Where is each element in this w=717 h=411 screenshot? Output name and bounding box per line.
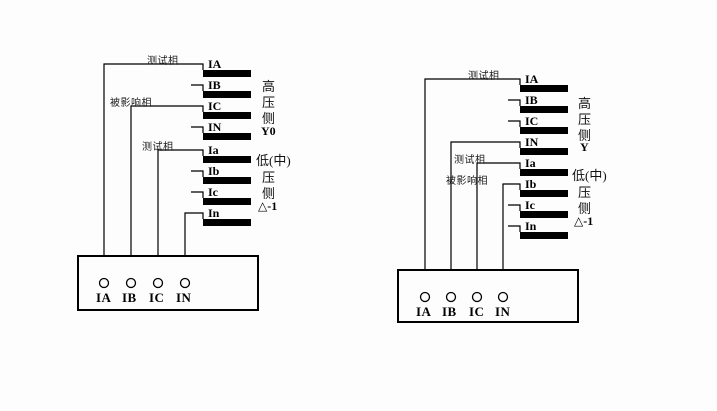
high-side-caption-line: 侧 — [262, 111, 276, 126]
low-terminal-label-ic: Ic — [525, 198, 535, 212]
winding-bar-low-ia — [203, 156, 251, 163]
wire-tester-ic-to-low-ia — [157, 149, 204, 256]
terminal-lead-low-ic — [191, 191, 204, 198]
high-terminal-label-ia: IA — [525, 72, 539, 86]
high-terminal-label-ib: IB — [208, 78, 221, 92]
wire-tester-in-to-low-in — [184, 212, 204, 256]
high-side-caption-line: 压 — [578, 112, 592, 127]
tester-terminal-label-ib: IB — [442, 304, 457, 319]
terminal-lead-high-in — [191, 126, 204, 133]
tester-terminal-label-ia: IA — [96, 290, 112, 305]
tester-terminal-ib — [125, 277, 137, 289]
winding-bar-low-ic — [203, 198, 251, 205]
tester-terminal-label-ia: IA — [416, 304, 432, 319]
high-terminal-label-in: IN — [525, 135, 539, 149]
tester-terminal-label-in: IN — [176, 290, 192, 305]
winding-bar-high-ib — [520, 106, 568, 113]
winding-bar-high-ic — [520, 127, 568, 134]
wire-tester-in-to-low-ib — [502, 183, 521, 270]
high-terminal-label-ia: IA — [208, 57, 222, 71]
terminal-lead-low-ic — [508, 204, 521, 211]
low-side-caption-line: 压 — [262, 170, 276, 185]
tester-terminal-label-ic: IC — [469, 304, 485, 319]
low-side-caption-line: 压 — [578, 185, 592, 200]
tester-terminal-ib — [445, 291, 457, 303]
wire-label-affected-phase: 被影响相 — [110, 98, 152, 109]
terminal-lead-high-ib — [191, 84, 204, 91]
low-side-caption-line: 低(中) — [256, 153, 291, 168]
tester-terminal-ia — [98, 277, 110, 289]
tester-terminal-label-in: IN — [495, 304, 511, 319]
high-side-vector-group: Y0 — [261, 124, 276, 138]
winding-bar-low-ib — [520, 190, 568, 197]
low-side-caption-line: 侧 — [262, 186, 276, 201]
low-side-vector-group: △-1 — [574, 214, 594, 228]
winding-bar-high-in — [520, 148, 568, 155]
winding-bar-high-in — [203, 133, 251, 140]
low-terminal-label-in: In — [208, 206, 220, 220]
winding-bar-low-in — [203, 219, 251, 226]
tester-box — [77, 255, 259, 311]
tester-box — [397, 269, 579, 323]
winding-bar-high-ia — [203, 70, 251, 77]
low-terminal-label-ic: Ic — [208, 185, 218, 199]
wire-label-test-phase: 测试相 — [468, 71, 500, 82]
wire-tester-ia-to-high-ia — [103, 63, 204, 256]
tester-terminal-ia — [419, 291, 431, 303]
winding-bar-high-ic — [203, 112, 251, 119]
wire-label-test-phase: 测试相 — [454, 155, 486, 166]
terminal-lead-high-ic — [508, 120, 521, 127]
low-terminal-label-ib: Ib — [208, 164, 220, 178]
winding-bar-low-ic — [520, 211, 568, 218]
high-side-caption-line: 高 — [578, 96, 592, 111]
wire-label-test-phase: 测试相 — [142, 142, 174, 153]
wire-label-test-phase: 测试相 — [147, 56, 179, 67]
tester-terminal-in — [497, 291, 509, 303]
high-terminal-label-ib: IB — [525, 93, 538, 107]
high-terminal-label-ic: IC — [208, 99, 222, 113]
winding-bar-high-ib — [203, 91, 251, 98]
low-side-vector-group: △-1 — [258, 199, 278, 213]
tester-terminal-label-ic: IC — [149, 290, 165, 305]
terminal-lead-low-in — [508, 225, 521, 232]
wire-tester-ic-to-low-ia — [476, 162, 521, 270]
low-terminal-label-ia: Ia — [208, 143, 219, 157]
wire-tester-ib-to-high-in — [450, 141, 521, 270]
tester-terminal-ic — [152, 277, 164, 289]
terminal-lead-high-ib — [508, 99, 521, 106]
tester-terminal-label-ib: IB — [122, 290, 137, 305]
low-side-caption-line: 低(中) — [572, 168, 607, 183]
winding-bar-low-in — [520, 232, 568, 239]
wire-tester-ib-to-high-ic — [130, 105, 204, 256]
tester-terminal-in — [179, 277, 191, 289]
low-terminal-label-ia: Ia — [525, 156, 536, 170]
winding-bar-high-ia — [520, 85, 568, 92]
high-side-caption-line: 侧 — [578, 128, 592, 143]
winding-bar-low-ib — [203, 177, 251, 184]
high-terminal-label-ic: IC — [525, 114, 539, 128]
high-side-caption-line: 高 — [262, 79, 276, 94]
terminal-lead-low-ib — [191, 170, 204, 177]
low-terminal-label-ib: Ib — [525, 177, 537, 191]
high-terminal-label-in: IN — [208, 120, 222, 134]
wire-label-affected-phase: 被影响相 — [446, 176, 488, 187]
tester-terminal-ic — [471, 291, 483, 303]
low-terminal-label-in: In — [525, 219, 537, 233]
wire-tester-ia-to-high-ia — [424, 78, 521, 270]
winding-bar-low-ia — [520, 169, 568, 176]
low-side-caption-line: 侧 — [578, 201, 592, 216]
high-side-vector-group: Y — [580, 140, 589, 154]
high-side-caption-line: 压 — [262, 95, 276, 110]
